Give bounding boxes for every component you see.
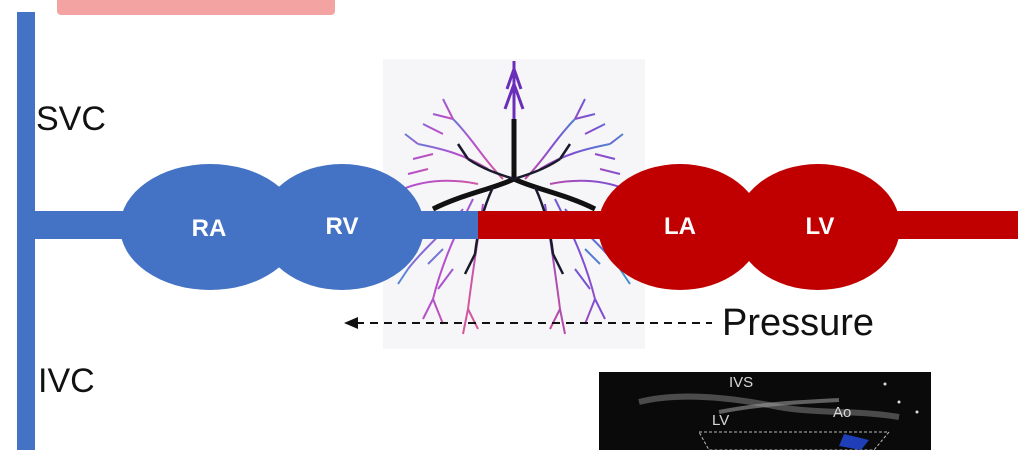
- echo-ivs-label: IVS: [729, 374, 754, 391]
- echo-image: IVS LV Ao: [599, 372, 931, 450]
- ivc-label: IVC: [38, 362, 95, 400]
- lv-label: LV: [806, 213, 835, 240]
- echo-lv-label: LV: [712, 412, 730, 429]
- lungs-image: [383, 59, 645, 349]
- la-chamber: [598, 164, 762, 290]
- echo-texture: [638, 382, 919, 450]
- ra-label: RA: [192, 215, 227, 242]
- vena-cava-line: [17, 12, 35, 450]
- echo-ao-label: Ao: [833, 404, 852, 421]
- lv-chamber: [736, 164, 900, 290]
- pressure-arrow-head: [344, 317, 358, 329]
- lungs-illustration: [397, 61, 631, 335]
- la-label: LA: [664, 213, 696, 240]
- rv-label: RV: [326, 213, 359, 240]
- svc-label: SVC: [36, 100, 106, 138]
- pressure-label: Pressure: [722, 302, 875, 344]
- header-box: [57, 0, 335, 15]
- rv-chamber: [260, 164, 424, 290]
- ra-chamber: [120, 164, 300, 290]
